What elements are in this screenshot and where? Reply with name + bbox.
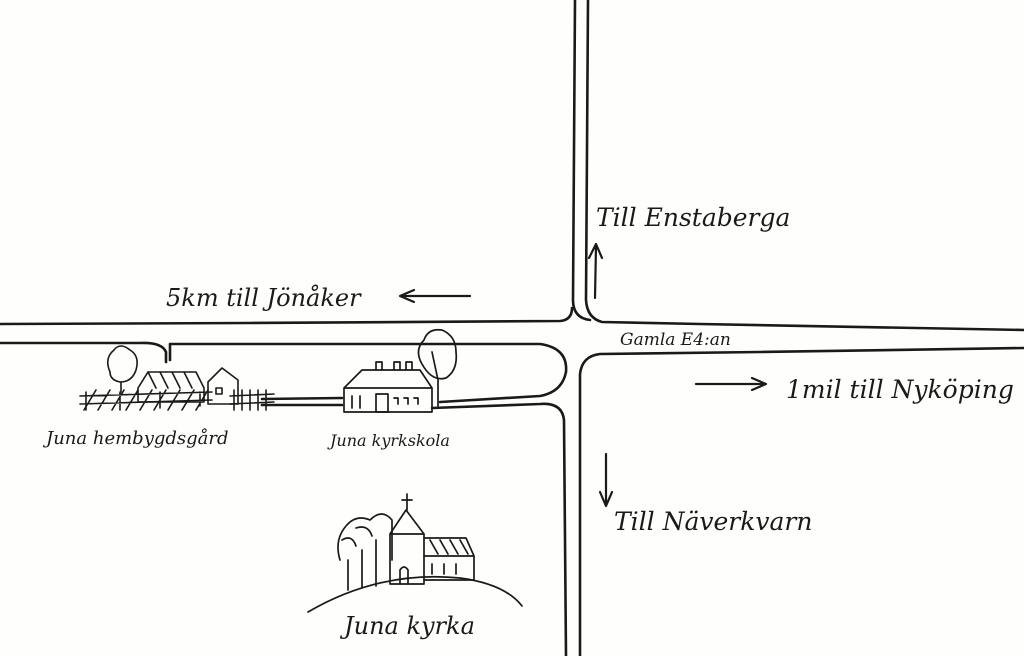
church-school-road-loop <box>168 342 568 404</box>
farm-fence-right <box>229 389 275 411</box>
label-kyrkskola: Juna kyrkskola <box>327 431 450 450</box>
church-trees <box>337 513 393 591</box>
label-nykoping: 1mil till Nyköping <box>786 375 1014 404</box>
arrow-down-naverkvarn <box>598 452 614 508</box>
church-hill <box>307 575 523 613</box>
kyrkskola-drawing <box>343 328 458 413</box>
vertical-road-right-top <box>584 0 1024 332</box>
arrow-up-enstaberga <box>587 242 604 300</box>
main-road-top-edge <box>0 306 574 326</box>
label-till-naverkvarn: Till Näverkvarn <box>614 507 813 536</box>
school-tree-crown <box>417 328 458 380</box>
church-tower <box>389 509 425 585</box>
label-hembygdsgard: Juna hembygdsgård <box>42 427 229 449</box>
church-nave <box>423 537 475 581</box>
school-tree-trunk <box>431 351 439 407</box>
local-road-top <box>260 396 344 401</box>
church-door <box>399 566 409 585</box>
label-kyrka: Juna kyrka <box>339 612 475 640</box>
school-main-building <box>343 369 433 413</box>
farm-barn <box>137 371 205 403</box>
vertical-road-left-top <box>571 0 592 322</box>
arrow-left-jonaker <box>398 288 472 304</box>
label-gamla-e4: Gamla E4:an <box>620 330 731 350</box>
arrow-right-nykoping <box>694 376 768 392</box>
label-jonaker: 5km till Jönåker <box>166 283 362 312</box>
school-door-windows <box>351 393 419 413</box>
church-cross <box>401 493 413 511</box>
farm-fence <box>79 389 213 411</box>
main-road-bottom-edge-left <box>0 341 168 364</box>
hembygdsgard-drawing <box>79 345 275 411</box>
school-chimneys <box>375 361 413 371</box>
main-road-bottom-edge-right <box>578 346 1024 656</box>
arrows <box>398 242 768 508</box>
kyrka-drawing <box>307 493 523 613</box>
local-road-ext <box>430 402 568 656</box>
label-till-enstaberga: Till Enstaberga <box>596 203 790 232</box>
farm-tree-crown <box>106 345 138 383</box>
